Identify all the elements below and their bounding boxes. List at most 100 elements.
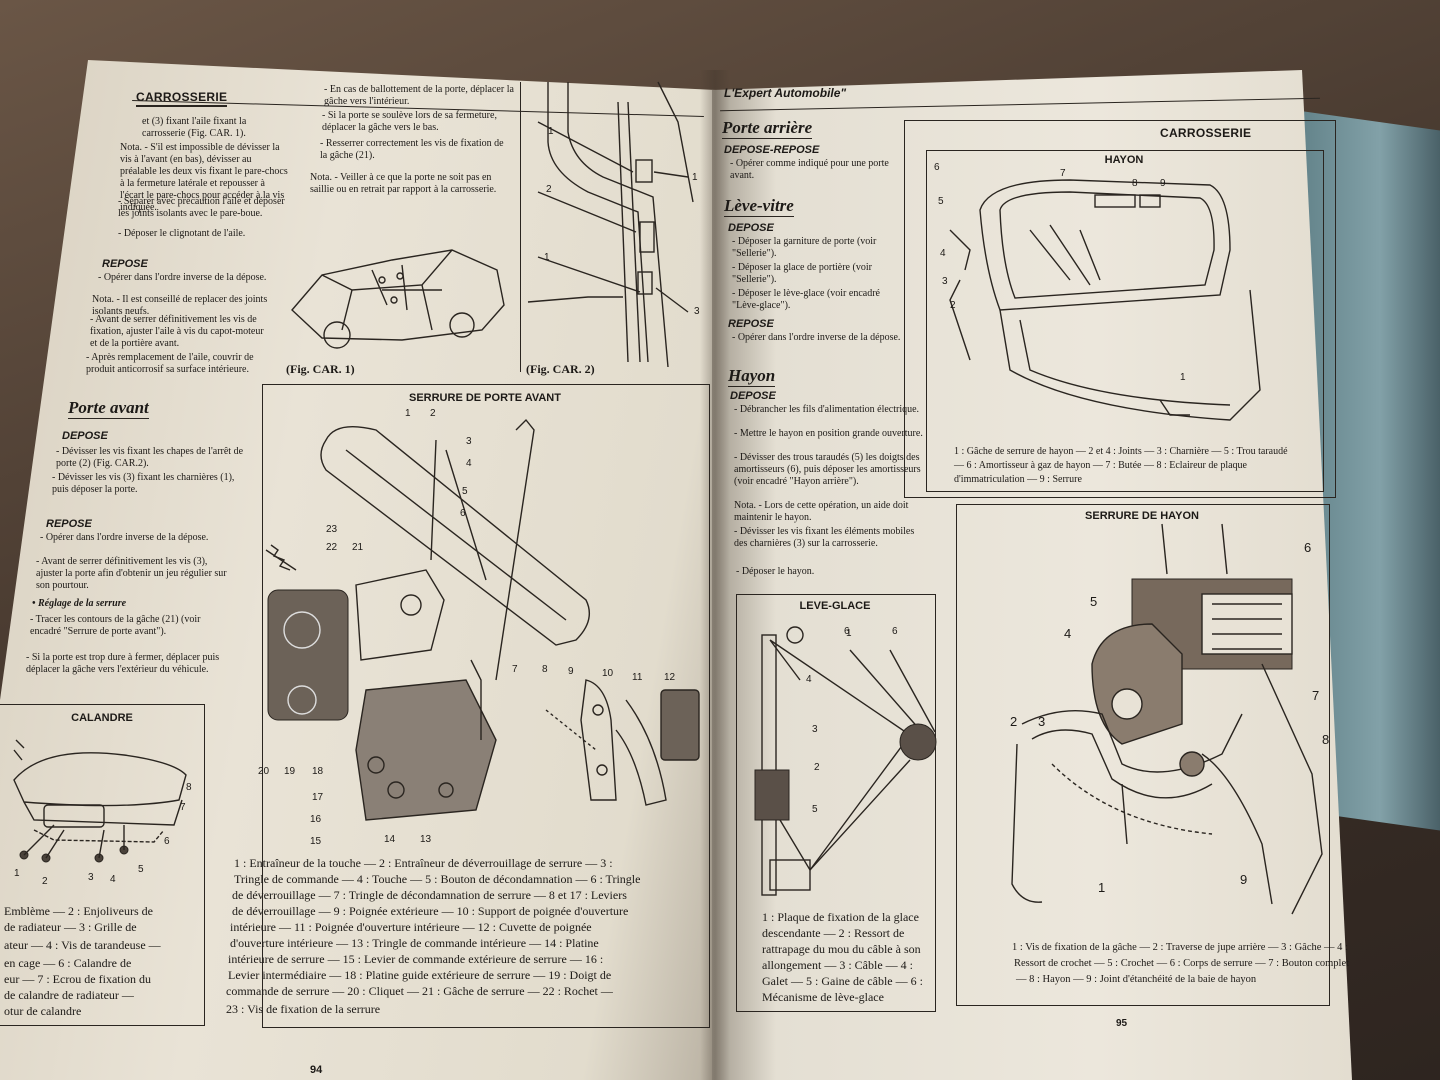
serrure-porte-avant-illustration bbox=[265, 418, 700, 821]
serrure-hayon-caption-0: 1 : Vis de fixation de la gâche — 2 : Tr… bbox=[1012, 942, 1348, 953]
calandre-caption-5: de calandre de radiateur — bbox=[4, 988, 134, 1002]
depose-line-0: - Dévisser les vis fixant les chapes de … bbox=[56, 446, 244, 469]
leve-glace-caption-2: rattrapage du mou du câble à son bbox=[762, 942, 921, 956]
serrure-label-3: 3 bbox=[466, 436, 472, 447]
serrure-caption-8: commande de serrure — 20 : Cliquet — 21 … bbox=[226, 984, 613, 998]
calandre-label-6: 6 bbox=[164, 836, 170, 847]
serrure-porte-avant-title: SERRURE DE PORTE AVANT bbox=[409, 392, 561, 404]
serrure-hayon-label-4: 4 bbox=[1064, 626, 1072, 641]
serrure-hayon-label-8: 8 bbox=[1322, 732, 1330, 747]
repose2-line-1: - Avant de serrer définitivement les vis… bbox=[36, 556, 227, 591]
calandre-caption-0: Emblème — 2 : Enjoliveurs de bbox=[4, 904, 153, 918]
fig1-caption: (Fig. CAR. 1) bbox=[286, 362, 355, 376]
serrure-caption-0: 1 : Entraîneur de la touche — 2 : Entraî… bbox=[234, 856, 613, 870]
hayon-caption-0: 1 : Gâche de serrure de hayon — 2 et 4 :… bbox=[954, 446, 1288, 457]
serrure-label-11: 11 bbox=[632, 672, 643, 683]
repose2-line-2: • Réglage de la serrure bbox=[32, 598, 127, 609]
leve-glace-caption-4: Galet — 5 : Gaine de câble — 6 : bbox=[762, 974, 923, 988]
serrure-hayon-label-3: 3 bbox=[1038, 714, 1046, 729]
left-page bbox=[0, 60, 716, 1080]
serrure-caption-4: intérieure — 11 : Poignée d'ouverture in… bbox=[230, 920, 592, 934]
hayon-label-8: 8 bbox=[1132, 178, 1138, 189]
hayon-label-6: 6 bbox=[934, 162, 940, 173]
hayon-label-5: 5 bbox=[938, 196, 944, 207]
calandre-label-5: 5 bbox=[138, 864, 144, 875]
fig2-label-3: 3 bbox=[694, 306, 700, 317]
hayon-box-title: HAYON bbox=[1104, 154, 1144, 166]
leve-glace-caption-3: allongement — 3 : Câble — 4 : bbox=[762, 958, 913, 972]
serrure-caption-2: de déverrouillage — 7 : Tringle de décon… bbox=[232, 888, 627, 902]
col1-intro-2: - Séparer avec précaution l'aile et dépo… bbox=[118, 196, 285, 219]
porte-avant-title: Porte avant bbox=[68, 398, 149, 420]
lv-depose-title: DEPOSE bbox=[728, 222, 774, 234]
fig2-label-1b: 1 bbox=[544, 252, 550, 263]
serrure-label-22: 22 bbox=[326, 542, 338, 553]
hayon-label-1: 1 bbox=[1180, 372, 1186, 383]
hayon-depose-line-2: - Dévisser des trous taraudés (5) les do… bbox=[734, 452, 921, 487]
repose1-line-3: - Après remplacement de l'aile, couvrir … bbox=[86, 352, 254, 375]
calandre-label-3: 3 bbox=[88, 872, 94, 883]
hayon-depose-line-1: - Mettre le hayon en position grande ouv… bbox=[734, 428, 923, 439]
serrure-label-7: 7 bbox=[512, 664, 518, 675]
porte-arriere-title: Porte arrière bbox=[722, 118, 813, 140]
lv-repose-title: REPOSE bbox=[728, 318, 774, 330]
depose-repose-title: DEPOSE-REPOSE bbox=[724, 144, 820, 156]
calandre-illustration bbox=[13, 739, 187, 863]
fig-car2-illustration bbox=[527, 81, 694, 368]
serrure-label-9: 9 bbox=[568, 666, 574, 677]
lv-depose-line-0: - Déposer la garniture de porte (voir "S… bbox=[732, 236, 877, 259]
depose-repose-text: - Opérer comme indiqué pour une porte av… bbox=[730, 158, 889, 181]
leve-glace-label-6b: 6 bbox=[892, 626, 898, 637]
serrure-caption-5: d'ouverture intérieure — 13 : Tringle de… bbox=[230, 936, 599, 950]
leve-vitre-title: Lève-vitre bbox=[724, 196, 794, 218]
serrure-label-18: 18 bbox=[312, 766, 324, 777]
left-page-number: 94 bbox=[310, 1064, 323, 1076]
serrure-hayon-label-7: 7 bbox=[1312, 688, 1320, 703]
serrure-label-17: 17 bbox=[312, 792, 324, 803]
serrure-hayon-label-5: 5 bbox=[1090, 594, 1098, 609]
calandre-label-2: 2 bbox=[42, 876, 48, 887]
serrure-label-2: 2 bbox=[430, 408, 436, 419]
leve-glace-caption-0: 1 : Plaque de fixation de la glace bbox=[762, 910, 919, 924]
serrure-caption-1: Tringle de commande — 4 : Touche — 5 : B… bbox=[234, 872, 641, 886]
hayon-label-9: 9 bbox=[1160, 178, 1166, 189]
serrure-label-13: 13 bbox=[420, 834, 432, 845]
calandre-caption-3: en cage — 6 : Calandre de bbox=[4, 956, 132, 970]
serrure-hayon-caption-1: Ressort de crochet — 5 : Crochet — 6 : C… bbox=[1014, 958, 1350, 969]
repose1-line-0: - Opérer dans l'ordre inverse de la dépo… bbox=[98, 272, 267, 283]
serrure-label-20: 20 bbox=[258, 766, 270, 777]
calandre-caption-1: de radiateur — 3 : Grille de bbox=[4, 920, 137, 934]
serrure-caption-6: intérieure de serrure — 15 : Levier de c… bbox=[228, 952, 604, 966]
hayon-depose-line-5: - Déposer le hayon. bbox=[736, 566, 815, 577]
calandre-title: CALANDRE bbox=[71, 712, 133, 724]
fig2-label-1a: 1 bbox=[548, 126, 554, 137]
depose-title: DEPOSE bbox=[62, 430, 108, 442]
leve-glace-label-1: 1 bbox=[846, 628, 852, 639]
serrure-label-5: 5 bbox=[462, 486, 468, 497]
repose1-line-1: Nota. - Il est conseillé de replacer des… bbox=[92, 294, 268, 317]
serrure-hayon-illustration bbox=[1011, 523, 1323, 915]
hayon-label-7: 7 bbox=[1060, 168, 1066, 179]
depose-line-1: - Dévisser les vis (3) fixant les charni… bbox=[52, 472, 235, 495]
serrure-label-14: 14 bbox=[384, 834, 396, 845]
calandre-caption-6: otur de calandre bbox=[4, 1004, 82, 1018]
calandre-caption-2: ateur — 4 : Vis de tarandeuse — bbox=[4, 938, 161, 952]
serrure-label-19: 19 bbox=[284, 766, 296, 777]
calandre-box bbox=[0, 704, 205, 1026]
serrure-hayon-box bbox=[956, 504, 1330, 1006]
serrure-hayon-title: SERRURE DE HAYON bbox=[1085, 510, 1199, 522]
hayon-label-4: 4 bbox=[940, 248, 946, 259]
leve-glace-label-5: 5 bbox=[812, 804, 818, 815]
leve-glace-caption-5: Mécanisme de lève-glace bbox=[762, 990, 884, 1004]
magazine-name: L'Expert Automobile" bbox=[724, 86, 847, 100]
repose2-line-3: - Tracer les contours de la gâche (21) (… bbox=[30, 614, 201, 637]
serrure-label-21: 21 bbox=[352, 542, 364, 553]
hayon-caption-2: d'immatriculation — 9 : Serrure bbox=[954, 474, 1082, 485]
calandre-label-8: 8 bbox=[186, 782, 192, 793]
col2-line-1: - Si la porte se soulève lors de sa ferm… bbox=[322, 110, 497, 133]
repose2-line-0: - Opérer dans l'ordre inverse de la dépo… bbox=[40, 532, 209, 543]
hayon-label-3: 3 bbox=[942, 276, 948, 287]
calandre-label-7: 7 bbox=[180, 802, 186, 813]
leve-glace-label-3: 3 bbox=[812, 724, 818, 735]
